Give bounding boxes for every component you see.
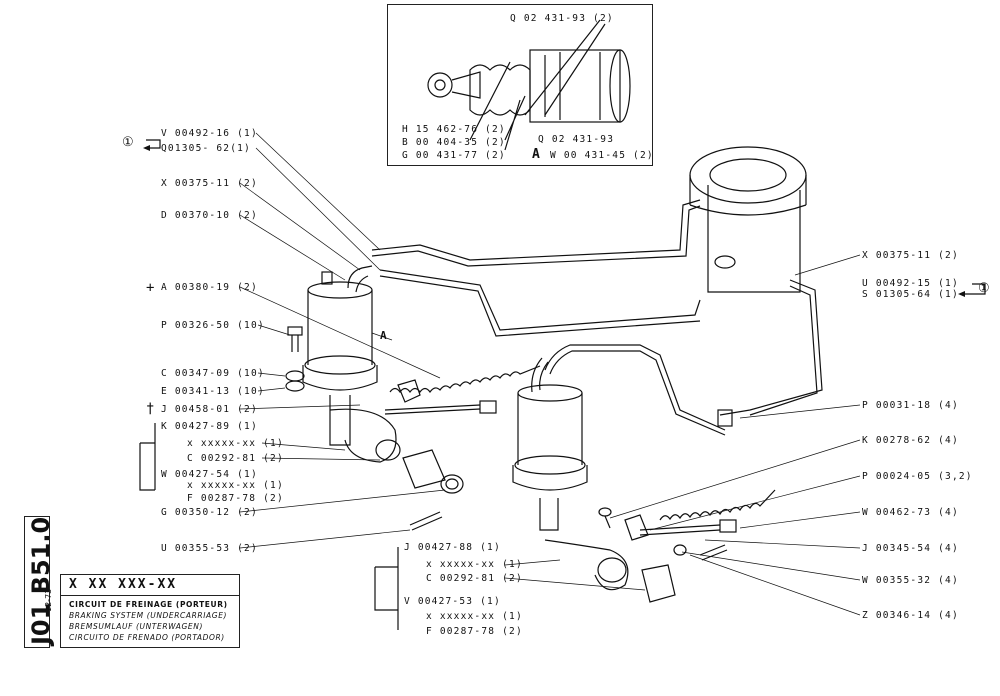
label-a00380: A 00380-19 (2) xyxy=(161,282,258,293)
right-brake-cylinder xyxy=(512,357,649,591)
label-p00024: P 00024-05 (3,2) xyxy=(862,471,973,482)
title-block-code: X XX XXX-XX xyxy=(61,575,239,596)
title-line-es: CIRCUITO DE FRENADO (PORTADOR) xyxy=(69,633,225,642)
label-x00375-right: X 00375-11 (2) xyxy=(862,250,959,261)
label-f00287-bottom: F 00287-78 (2) xyxy=(426,626,523,637)
inset-right-label-w: W 00 431-45 (2) xyxy=(550,150,654,161)
right-spring xyxy=(659,489,776,521)
label-s01305: S 01305-64 (1) xyxy=(862,289,959,300)
title-line-fr: CIRCUIT DE FREINAGE (PORTEUR) xyxy=(69,600,228,609)
left-brake-cylinder xyxy=(302,265,421,463)
label-x00375-left: X 00375-11 (2) xyxy=(161,178,258,189)
label-u00355: U 00355-53 (2) xyxy=(161,543,258,554)
label-w00462: W 00462-73 (4) xyxy=(862,507,959,518)
label-k00427: K 00427-89 (1) xyxy=(161,421,258,432)
title-line-de: BREMSUMLAUF (UNTERWAGEN) xyxy=(69,622,204,631)
label-c00347: C 00347-09 (10) xyxy=(161,368,265,379)
inset-label-h: H 15 462-76 (2) xyxy=(402,124,506,135)
inset-a-mark: A xyxy=(532,147,542,162)
leader-lines xyxy=(239,132,861,616)
callout-a: A xyxy=(380,329,388,342)
inset-detail-frame xyxy=(387,4,653,166)
side-code-text: J01 B51.0 xyxy=(27,516,55,645)
plus-marker: + xyxy=(146,280,156,296)
inset-cylinder-illustration xyxy=(427,19,631,151)
label-j00345: J 00345-54 (4) xyxy=(862,543,959,554)
label-j00458: J 00458-01 (2) xyxy=(161,404,258,415)
inset-label-g: G 00 431-77 (2) xyxy=(402,150,506,161)
side-reference-code: J01 B51.0 xyxy=(14,516,55,648)
label-q01305: Q01305- 62(1) xyxy=(161,143,251,154)
label-c00292-left: C 00292-81 (2) xyxy=(187,453,284,464)
label-p00326: P 00326-50 (10) xyxy=(161,320,265,331)
label-w00427: W 00427-54 (1) xyxy=(161,469,258,480)
label-p00031: P 00031-18 (4) xyxy=(862,400,959,411)
circle-one-marker-right: ① xyxy=(978,281,991,296)
label-u00492: U 00492-15 (1) xyxy=(862,278,959,289)
label-j00427: J 00427-88 (1) xyxy=(404,542,501,553)
circle-one-marker-left: ① xyxy=(122,135,135,150)
label-d00370: D 00370-10 (2) xyxy=(161,210,258,221)
label-xxx-1: x xxxxx-xx (1) xyxy=(187,438,284,449)
label-e00341: E 00341-13 (10) xyxy=(161,386,265,397)
inset-top-label: Q 02 431-93 (2) xyxy=(510,13,614,24)
title-line-en: BRAKING SYSTEM (UNDERCARRIAGE) xyxy=(69,611,228,620)
brake-pipes xyxy=(371,199,823,436)
title-block: X XX XXX-XX CIRCUIT DE FREINAGE (PORTEUR… xyxy=(60,574,240,648)
label-f00287-left: F 00287-78 (2) xyxy=(187,493,284,504)
inset-label-b: B 00 404-35 (2) xyxy=(402,137,506,148)
label-v00492: V 00492-16 (1) xyxy=(161,128,258,139)
inset-right-label-q: Q 02 431-93 xyxy=(538,134,615,145)
label-z00346: Z 00346-14 (4) xyxy=(862,610,959,621)
left-spring xyxy=(389,365,541,394)
label-xxx-4: x xxxxx-xx (1) xyxy=(426,611,523,622)
date-reference: 12-73 xyxy=(44,588,53,612)
label-w00355: W 00355-32 (4) xyxy=(862,575,959,586)
label-xxx-2: x xxxxx-xx (1) xyxy=(187,480,284,491)
frame-column xyxy=(689,146,807,293)
label-g00350: G 00350-12 (2) xyxy=(161,507,258,518)
label-k00278: K 00278-62 (4) xyxy=(862,435,959,446)
label-v00427: V 00427-53 (1) xyxy=(404,596,501,607)
dagger-marker: † xyxy=(146,401,156,417)
label-c00292-bottom: C 00292-81 (2) xyxy=(426,573,523,584)
label-xxx-3: x xxxxx-xx (1) xyxy=(426,559,523,570)
